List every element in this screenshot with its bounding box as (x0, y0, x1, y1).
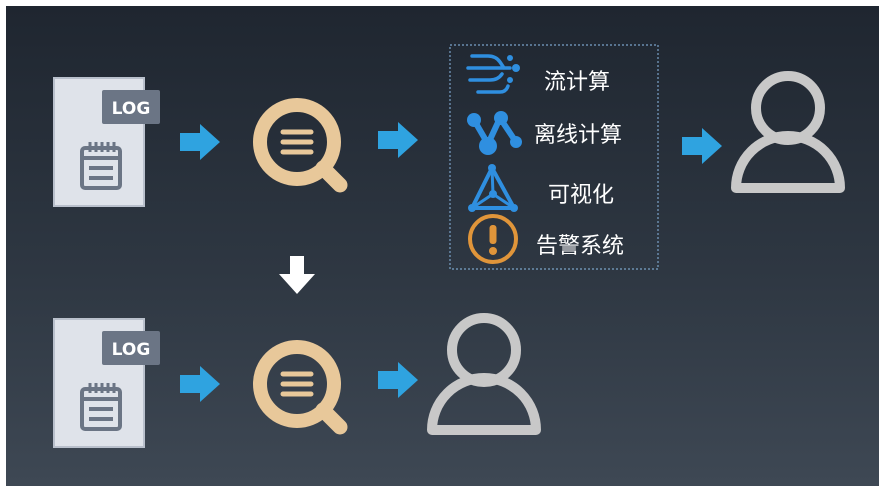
warning-circle-icon (468, 214, 518, 264)
arrow-log-to-search-top (180, 124, 220, 160)
down-arrow (279, 256, 315, 294)
log-document-top: LOG (52, 76, 162, 208)
arrow-search-to-features (378, 122, 418, 158)
arrow-search-to-user-bottom (378, 362, 418, 398)
log-label-bottom: LOG (112, 340, 151, 360)
arrow-log-to-search-bottom (180, 366, 220, 402)
feature-label-visualization: 可视化 (548, 183, 614, 208)
feature-label-offline: 离线计算 (534, 123, 622, 148)
log-label-top: LOG (112, 99, 151, 119)
arrow-features-to-user (682, 128, 722, 164)
search-icon-top (260, 105, 340, 185)
stream-branch-icon (466, 54, 520, 94)
user-icon-top (736, 76, 840, 188)
triangle-network-icon (468, 164, 518, 212)
diagram-canvas: LOG 流计算 离线计算 (6, 6, 879, 486)
log-document-bottom: LOG (52, 317, 162, 449)
features-box: 流计算 离线计算 可视化 告警系统 (449, 44, 659, 270)
feature-label-stream: 流计算 (544, 70, 610, 95)
offline-graph-icon (467, 111, 522, 155)
diagram-svg: LOG 流计算 离线计算 (52, 44, 879, 449)
search-icon-bottom (260, 347, 340, 427)
feature-label-alert: 告警系统 (536, 234, 624, 259)
user-icon-bottom (432, 318, 536, 430)
